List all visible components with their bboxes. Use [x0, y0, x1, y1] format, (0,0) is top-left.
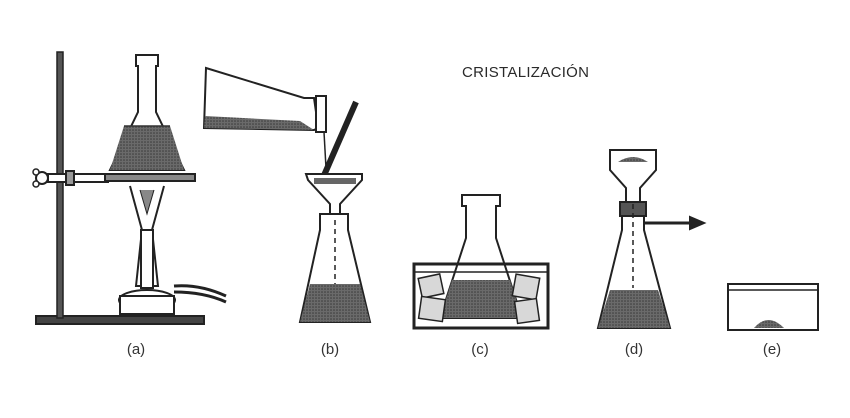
label-step-d: (d) [624, 341, 644, 358]
clamp-icon [32, 168, 109, 188]
liquid-b [300, 284, 370, 322]
crystallizing-dish [727, 283, 819, 331]
step-e-crystals-dish [727, 283, 819, 331]
ice-bath-container [412, 262, 550, 330]
crystals-e [754, 320, 784, 328]
ice-cubes-icon [417, 273, 541, 325]
label-step-b: (b) [320, 341, 340, 358]
support-ring [104, 173, 196, 182]
step-d-vacuum-filtration [596, 149, 707, 329]
filtrate-d [598, 290, 670, 328]
diagram-title: CRISTALIZACIÓN [462, 64, 590, 81]
vacuum-arrow-icon [689, 215, 707, 231]
step-a-heating-setup [32, 51, 227, 325]
label-step-c: (c) [471, 341, 489, 358]
crystals-on-filter [618, 157, 648, 162]
label-step-e: (e) [762, 341, 782, 358]
liquid-c [440, 280, 522, 318]
glass-rod [319, 100, 359, 182]
label-step-a: (a) [126, 341, 146, 358]
bunsen-burner-icon [118, 185, 227, 315]
liquid-pouring [204, 116, 314, 130]
liquid-a [110, 126, 184, 170]
stand-base [35, 315, 205, 325]
step-c-ice-bath [412, 194, 550, 330]
stand-rod [56, 51, 64, 319]
step-b-hot-filtration [202, 66, 372, 323]
